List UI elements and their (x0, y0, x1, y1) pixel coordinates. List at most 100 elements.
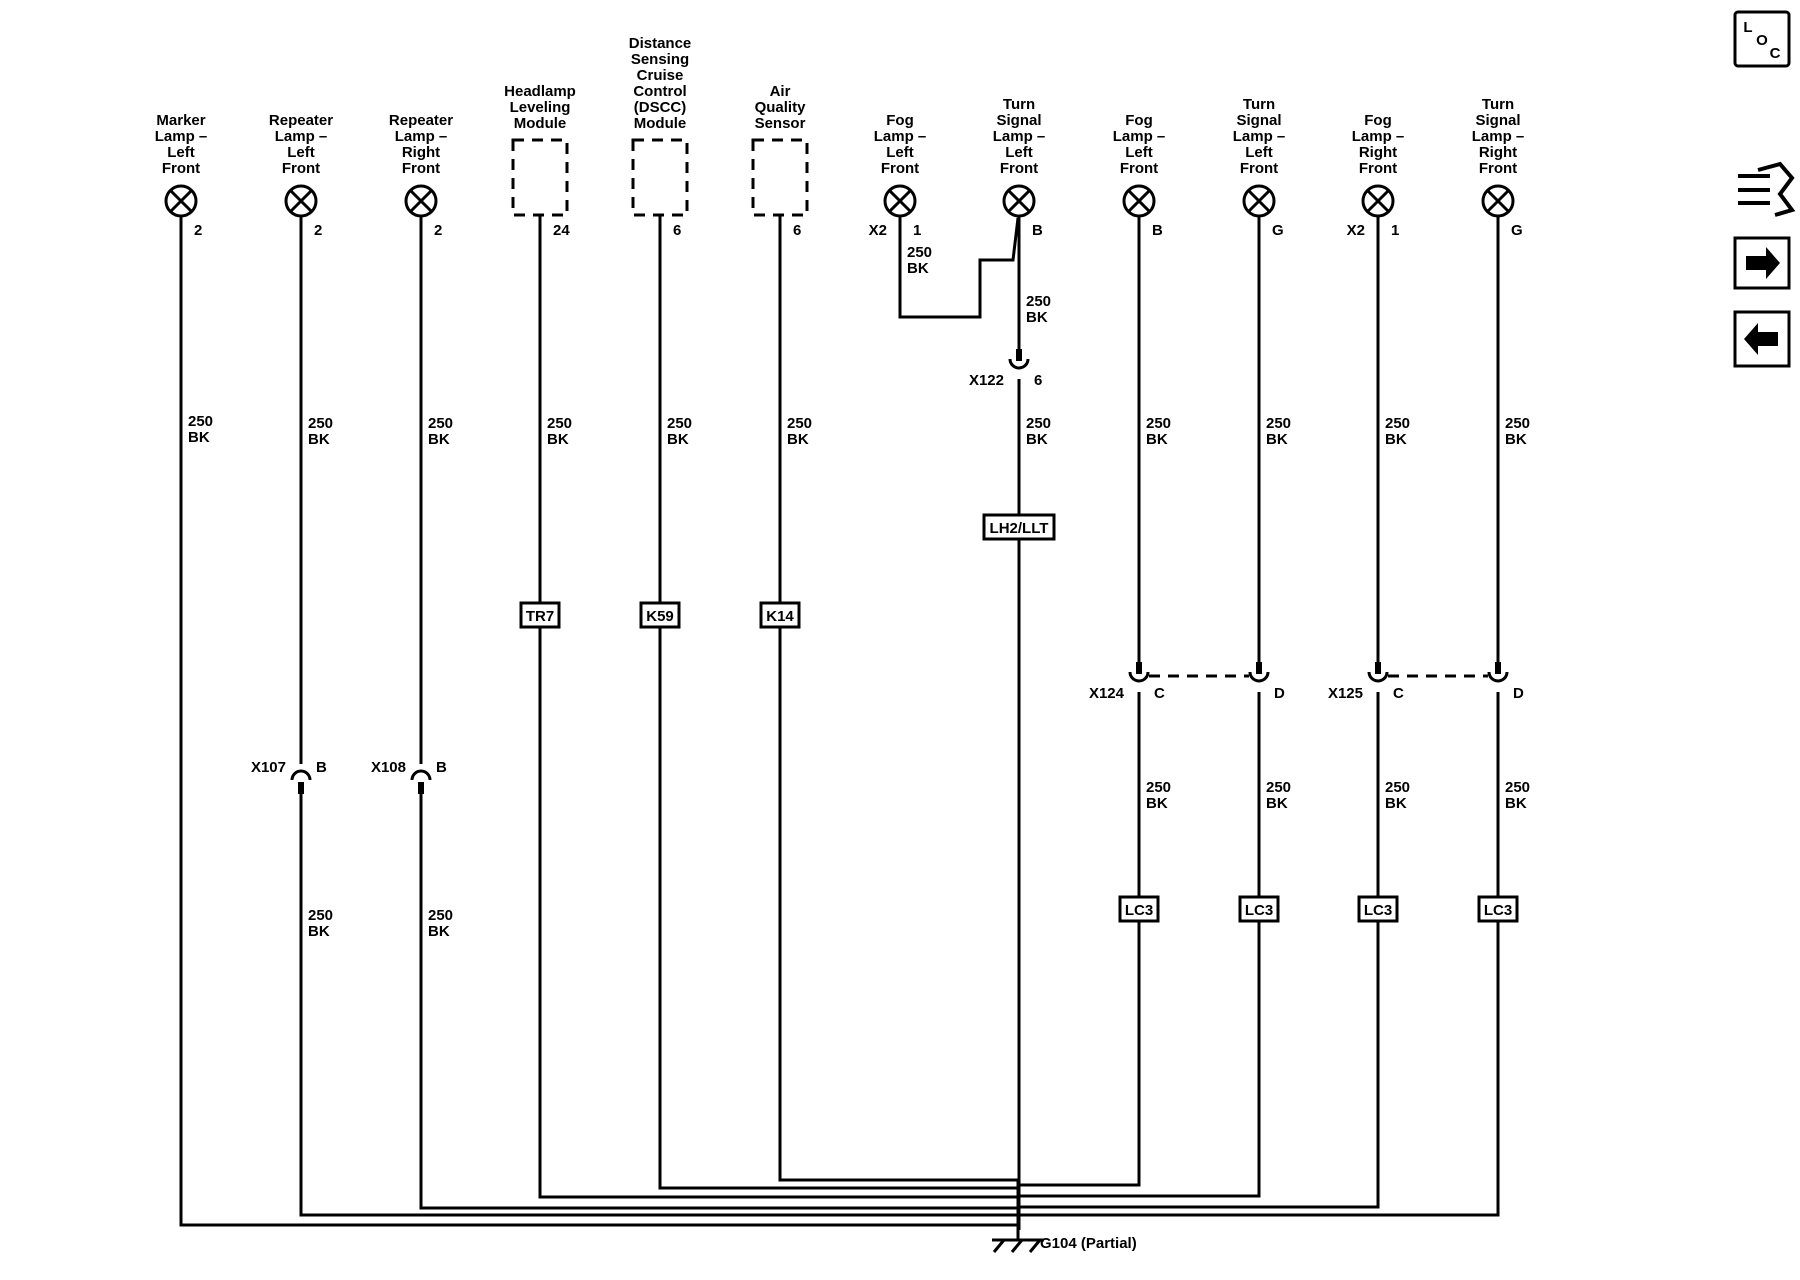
ground-hatch (1010, 1239, 1024, 1253)
loc-letter-l: L (1743, 19, 1752, 36)
component-title-line: Turn (1243, 96, 1275, 113)
pin-number: B (1032, 222, 1043, 239)
component-title-line: Turn (1003, 96, 1035, 113)
loc-letter-c: C (1770, 45, 1781, 62)
component-title-line: Front (1479, 160, 1517, 177)
pin-number: 2 (194, 222, 202, 239)
connector-socket-icon (410, 769, 432, 781)
inline-connector-id: X107 (251, 759, 286, 776)
next-page-arrow-icon[interactable] (1733, 236, 1791, 290)
connector-socket-icon (1248, 671, 1270, 683)
wire-color: BK (1266, 431, 1288, 448)
lamp-cross (1247, 189, 1271, 213)
component-title-line: Cruise (637, 67, 684, 84)
component-title-line: Left (886, 144, 914, 161)
connector-socket-icon (1128, 671, 1150, 683)
component-title-line: Lamp – (395, 128, 448, 145)
module-dashed-box (511, 138, 569, 217)
option-code-box: LC3 (1118, 895, 1160, 923)
wire-size: 250 (1266, 415, 1291, 432)
connector-end-view-icon[interactable] (1738, 161, 1796, 217)
option-code-box: LC3 (1477, 895, 1519, 923)
connector-pin (1256, 662, 1262, 674)
component-title-line: Sensor (755, 115, 806, 132)
lamp-cross (1366, 189, 1390, 213)
connector-pin (1375, 662, 1381, 674)
option-code: K59 (646, 608, 674, 625)
option-code-box: K59 (639, 601, 681, 629)
inline-connector: D (1487, 662, 1524, 702)
wire-color: BK (787, 431, 809, 448)
option-code: TR7 (526, 608, 554, 625)
component-title-line: Distance (629, 35, 692, 52)
option-code-box: TR7 (519, 601, 561, 629)
ground-wire (1016, 1205, 1500, 1230)
wire-size: 250 (787, 415, 812, 432)
wire-color: BK (1146, 431, 1168, 448)
connector-gap (1370, 664, 1386, 692)
wire-size: 250 (1385, 779, 1410, 796)
inline-connector-id: X125 (1328, 685, 1363, 702)
previous-page-arrow-icon[interactable] (1733, 310, 1791, 368)
connector-gap (1011, 351, 1027, 379)
component-title-line: Fog (886, 112, 914, 129)
wire-color: BK (1385, 431, 1407, 448)
component-title-line: Front (881, 160, 919, 177)
inline-connector-pin: B (316, 759, 327, 776)
wire-size: 250 (1146, 779, 1171, 796)
wire-color: BK (1266, 795, 1288, 812)
component-title-line: Lamp – (1113, 128, 1166, 145)
wire-color: BK (1505, 431, 1527, 448)
wire-color: BK (428, 431, 450, 448)
connector-id: X2 (869, 222, 887, 239)
inline-connector-pin: B (436, 759, 447, 776)
connector-pin (1016, 349, 1022, 361)
wire-color: BK (1385, 795, 1407, 812)
component-title-line: Lamp – (1472, 128, 1525, 145)
wire-size: 250 (1026, 293, 1051, 310)
inline-connector-id: X108 (371, 759, 406, 776)
connector-gap (1490, 664, 1506, 692)
component-title-line: Lamp – (275, 128, 328, 145)
component-title-line: Right (402, 144, 440, 161)
connector-pin (418, 782, 424, 794)
inline-connector: X108 B (371, 759, 447, 794)
loc-button[interactable]: LOC (1733, 10, 1791, 68)
wire-size: 250 (907, 244, 932, 261)
connector-gap (1131, 664, 1147, 692)
component-title-line: Repeater (269, 112, 333, 129)
wire-size: 250 (428, 907, 453, 924)
lamp-cross (1127, 189, 1151, 213)
wire-size: 250 (547, 415, 572, 432)
wire-color: BK (308, 923, 330, 940)
component-dscc-module: DistanceSensingCruiseControl(DSCC)Module… (629, 35, 692, 1178)
pin-number: 1 (913, 222, 921, 239)
connector-socket-icon (1008, 358, 1030, 370)
lamp-cross (888, 189, 912, 213)
component-title-line: Front (402, 160, 440, 177)
ground-g104: G104 (Partial) (992, 1230, 1137, 1253)
ground-wire (179, 1215, 1020, 1230)
wire-color: BK (1505, 795, 1527, 812)
component-title-line: Front (162, 160, 200, 177)
component-title-line: Left (1245, 144, 1273, 161)
option-code: LC3 (1125, 902, 1153, 919)
option-code: LH2/LLT (990, 520, 1049, 537)
ground-wire (1016, 1175, 1141, 1230)
inline-connector: D (1248, 662, 1285, 702)
wire-color: BK (907, 260, 929, 277)
wire-color: BK (547, 431, 569, 448)
connector-pin (1495, 662, 1501, 674)
component-title-line: Signal (996, 112, 1041, 129)
